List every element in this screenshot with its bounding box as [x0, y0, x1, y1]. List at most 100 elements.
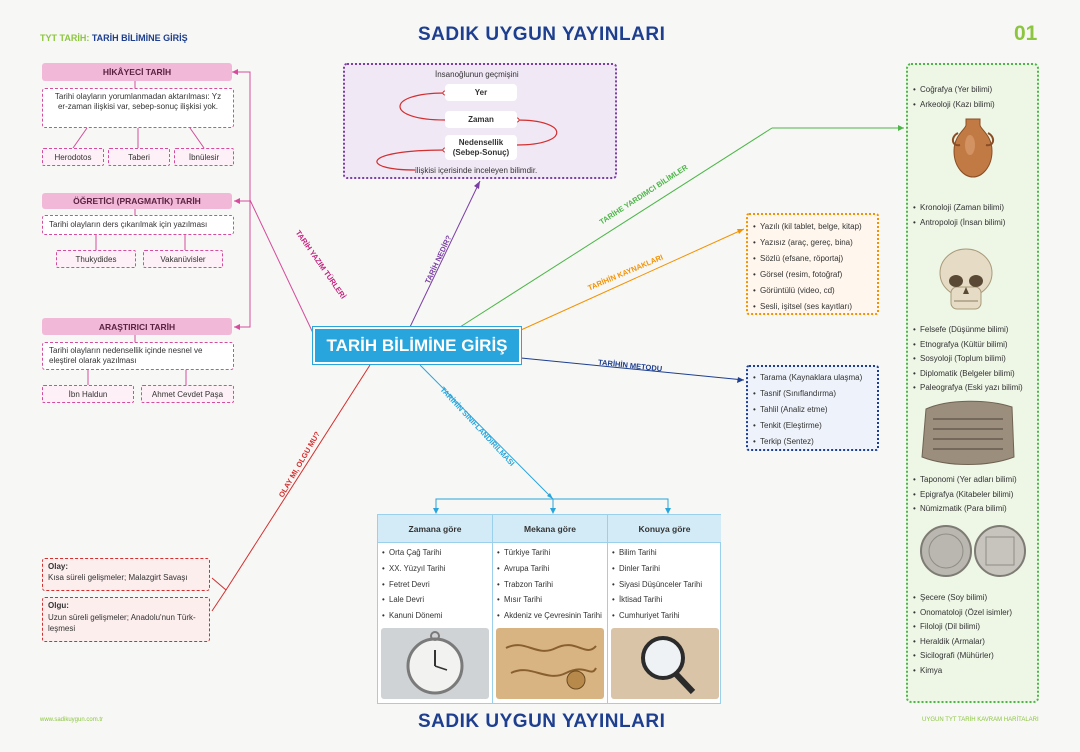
pocket-watch-image	[381, 628, 489, 699]
aux-science-item: Arkeoloji (Kazı bilimi)	[913, 98, 995, 113]
olgu-title: Olgu:	[48, 601, 69, 610]
aux-science-item: Şecere (Soy bilimi)	[913, 591, 1012, 606]
method-item: Tarama (Kaynaklara ulaşma)	[753, 370, 877, 386]
aux-science-item: Taponomi (Yer adları bilimi)	[913, 473, 1017, 488]
classification-item: Orta Çağ Tarihi	[382, 545, 492, 561]
page-number: 01	[1014, 22, 1038, 45]
column-items: Bilim Tarihi Dinler Tarihi Siyasi Düşünc…	[612, 545, 721, 624]
aux-group-5: Şecere (Soy bilimi) Onomatoloji (Özel is…	[913, 591, 1012, 678]
magnifying-glass-image	[611, 628, 719, 699]
publisher-title-bottom: SADIK UYGUN YAYINLARI	[418, 711, 666, 732]
aux-science-item: Coğrafya (Yer bilimi)	[913, 83, 995, 98]
sources-box: Yazılı (kil tablet, belge, kitap) Yazısı…	[746, 213, 879, 315]
ogretici-example: Thukydides	[56, 250, 136, 268]
arastirici-example: Ahmet Cevdet Paşa	[141, 385, 234, 403]
source-item: Sesli, işitsel (ses kayıtları)	[753, 299, 877, 315]
publisher-title-top: SADIK UYGUN YAYINLARI	[418, 24, 666, 45]
classification-item: Mısır Tarihi	[497, 592, 607, 608]
classification-item: Kanuni Dönemi	[382, 608, 492, 624]
sebep-sonuc-label: (Sebep-Sonuç)	[452, 147, 510, 157]
classification-item: Bilim Tarihi	[612, 545, 721, 561]
yer-pill: Yer	[445, 84, 517, 101]
footer-website: www.sadikuygun.com.tr	[40, 717, 104, 723]
aux-science-item: Etnografya (Kültür bilimi)	[913, 338, 1023, 353]
aux-science-item: Sosyoloji (Toplum bilimi)	[913, 352, 1023, 367]
olay-box: Olay: Kısa süreli gelişmeler; Malazgirt …	[42, 558, 210, 591]
classification-item: Türkiye Tarihi	[497, 545, 607, 561]
arastirici-title: ARAŞTIRICI TARİH	[42, 318, 232, 335]
nedensellik-pill: Nedensellik (Sebep-Sonuç)	[445, 135, 517, 160]
aux-science-item: Epigrafya (Kitabeler bilimi)	[913, 488, 1017, 503]
hikayeci-example: Herodotos	[42, 148, 104, 166]
arastirici-description: Tarihi olayların nedensellik içinde nesn…	[42, 342, 234, 370]
aux-science-item: Diplomatik (Belgeler bilimi)	[913, 367, 1023, 382]
source-item: Yazılı (kil tablet, belge, kitap)	[753, 219, 877, 235]
aux-science-item: Antropoloji (İnsan bilimi)	[913, 216, 1005, 231]
clay-tablet-image	[921, 400, 1015, 465]
central-topic: TARİH BİLİMİNE GİRİŞ	[313, 327, 521, 364]
aux-science-item: Paleografya (Eski yazı bilimi)	[913, 381, 1023, 396]
ogretici-description: Tarihi olayların ders çıkarılmak için ya…	[42, 215, 234, 235]
ogretici-example: Vakanüvisler	[143, 250, 223, 268]
aux-group-4: Taponomi (Yer adları bilimi) Epigrafya (…	[913, 473, 1017, 517]
aux-group-1: Coğrafya (Yer bilimi) Arkeoloji (Kazı bi…	[913, 83, 995, 112]
olgu-description: Uzun süreli gelişmeler; Anadolu'nun Türk…	[48, 613, 196, 633]
classification-item: Avrupa Tarihi	[497, 561, 607, 577]
classification-item: Dinler Tarihi	[612, 561, 721, 577]
aux-science-item: Onomatoloji (Özel isimler)	[913, 606, 1012, 621]
aux-science-item: Filoloji (Dil bilimi)	[913, 620, 1012, 635]
column-header: Mekana göre	[493, 515, 607, 543]
classification-item: XX. Yüzyıl Tarihi	[382, 561, 492, 577]
classification-column-time: Zamana göre Orta Çağ Tarihi XX. Yüzyıl T…	[378, 515, 493, 703]
old-map-image	[496, 628, 604, 699]
zaman-pill: Zaman	[445, 111, 517, 128]
classification-column-place: Mekana göre Türkiye Tarihi Avrupa Tarihi…	[493, 515, 608, 703]
aux-science-item: Kimya	[913, 664, 1012, 679]
aux-science-item: Sicilografi (Mühürler)	[913, 649, 1012, 664]
method-item: Tenkit (Eleştirme)	[753, 418, 877, 434]
hikayeci-example: Taberi	[108, 148, 170, 166]
method-item: Tahlil (Analiz etme)	[753, 402, 877, 418]
hikayeci-title: HİKÂYECİ TARİH	[42, 63, 232, 81]
subject-header: TYT TARİH: TARİH BİLİMİNE GİRİŞ	[40, 33, 188, 43]
topic-label: TARİH BİLİMİNE GİRİŞ	[91, 33, 188, 43]
classification-item: İktisad Tarihi	[612, 592, 721, 608]
column-items: Türkiye Tarihi Avrupa Tarihi Trabzon Tar…	[497, 545, 607, 624]
classification-item: Trabzon Tarihi	[497, 577, 607, 593]
definition-box: İnsanoğlunun geçmişini Yer Zaman Nedense…	[343, 63, 617, 179]
footer-series: UYGUN TYT TARİH KAVRAM HARİTALARI	[922, 717, 1039, 723]
olay-description: Kısa süreli gelişmeler; Malazgirt Savaşı	[48, 573, 188, 582]
classification-item: Siyasi Düşünceler Tarihi	[612, 577, 721, 593]
column-header: Konuya göre	[608, 515, 721, 543]
column-header: Zamana göre	[378, 515, 492, 543]
aux-group-2: Kronoloji (Zaman bilimi) Antropoloji (İn…	[913, 201, 1005, 230]
aux-sciences-panel: Coğrafya (Yer bilimi) Arkeoloji (Kazı bi…	[906, 63, 1039, 703]
olay-title: Olay:	[48, 562, 69, 571]
source-item: Görsel (resim, fotoğraf)	[753, 267, 877, 283]
classification-item: Lale Devri	[382, 592, 492, 608]
source-item: Yazısız (araç, gereç, bina)	[753, 235, 877, 251]
classification-table: Zamana göre Orta Çağ Tarihi XX. Yüzyıl T…	[377, 514, 721, 704]
source-item: Sözlü (efsane, röportaj)	[753, 251, 877, 267]
coins-image	[920, 525, 1026, 577]
ogretici-title: ÖĞRETİCİ (PRAGMATİK) TARİH	[42, 193, 232, 209]
aux-group-3: Felsefe (Düşünme bilimi) Etnografya (Kül…	[913, 323, 1023, 396]
classification-column-topic: Konuya göre Bilim Tarihi Dinler Tarihi S…	[608, 515, 721, 703]
column-items: Orta Çağ Tarihi XX. Yüzyıl Tarihi Fetret…	[382, 545, 492, 624]
arastirici-example: İbn Haldun	[42, 385, 134, 403]
classification-item: Fetret Devri	[382, 577, 492, 593]
aux-science-item: Kronoloji (Zaman bilimi)	[913, 201, 1005, 216]
source-item: Görüntülü (video, cd)	[753, 283, 877, 299]
hikayeci-example: İbnülesir	[174, 148, 234, 166]
method-list: Tarama (Kaynaklara ulaşma) Tasnif (Sınıf…	[753, 370, 877, 450]
definition-outro: ilişkisi içerisinde inceleyen bilimdir.	[415, 166, 538, 175]
definition-intro: İnsanoğlunun geçmişini	[435, 70, 519, 79]
amphora-image	[952, 118, 994, 178]
method-item: Tasnif (Sınıflandırma)	[753, 386, 877, 402]
aux-science-item: Heraldik (Armalar)	[913, 635, 1012, 650]
classification-item: Akdeniz ve Çevresinin Tarihi	[497, 608, 607, 624]
hikayeci-description: Tarihi olayların yorumlanmadan aktarılma…	[42, 88, 234, 128]
method-box: Tarama (Kaynaklara ulaşma) Tasnif (Sınıf…	[746, 365, 879, 451]
sources-list: Yazılı (kil tablet, belge, kitap) Yazısı…	[753, 219, 877, 315]
